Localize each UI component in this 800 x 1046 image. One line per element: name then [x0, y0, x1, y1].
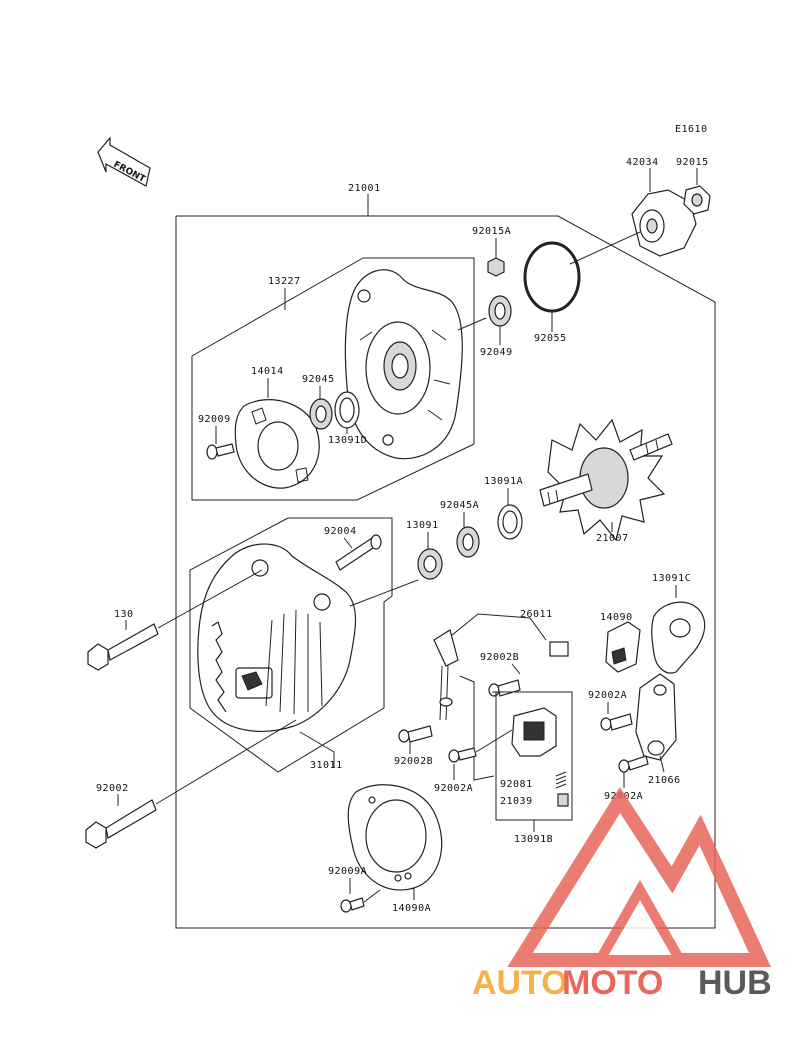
- front-housing-part: [344, 269, 463, 460]
- label-13091: 13091: [406, 520, 439, 531]
- screw-92002a-mid-part: [448, 747, 477, 763]
- screw-92009-part: [206, 443, 235, 460]
- label-92049: 92049: [480, 347, 513, 358]
- label-92002a-right: 92002A: [588, 690, 627, 701]
- label-92002: 92002: [96, 783, 129, 794]
- label-92045: 92045: [302, 374, 335, 385]
- label-14090: 14090: [600, 612, 633, 623]
- bearing-92045-part: [309, 398, 333, 430]
- nut-part: [683, 185, 711, 215]
- rotor-part: [539, 418, 673, 542]
- label-92045a: 92045A: [440, 500, 479, 511]
- bearing-92045a-part: [456, 526, 480, 558]
- bolt-130-part: [87, 623, 159, 671]
- label-92009a: 92009A: [328, 866, 367, 877]
- bolt-92002-part: [85, 799, 157, 849]
- cover-13091c-part: [651, 601, 706, 674]
- plate-14014-part: [234, 399, 320, 489]
- o-ring-part: [523, 241, 581, 313]
- label-21001: 21001: [348, 183, 381, 194]
- brush-21039-part: [557, 793, 569, 807]
- seal-13091d-part: [334, 391, 360, 429]
- label-92002a-mid: 92002A: [434, 783, 473, 794]
- regulator-21066-part: [635, 673, 677, 761]
- label-92055: 92055: [534, 333, 567, 344]
- screw-92002b-left-part: [398, 725, 433, 743]
- svg-text:MOTO: MOTO: [562, 964, 663, 1002]
- label-14090a: 14090A: [392, 903, 431, 914]
- label-14014: 14014: [251, 366, 284, 377]
- label-26011: 26011: [520, 609, 553, 620]
- rear-cover-14090a-part: [347, 784, 443, 891]
- watermark-logo: [507, 786, 771, 967]
- label-92004: 92004: [324, 526, 357, 537]
- label-92009: 92009: [198, 414, 231, 425]
- assembly-outline: [175, 215, 716, 929]
- pulley-part: [631, 189, 697, 257]
- spring-92081-part: [555, 771, 567, 789]
- label-42034: 42034: [626, 157, 659, 168]
- lead-wire-26011-part: [433, 613, 569, 721]
- front-arrow-icon: FRONT: [97, 136, 151, 187]
- label-92002b-top: 92002B: [480, 652, 519, 663]
- plate-14090-part: [605, 621, 641, 673]
- nut-92015a-part: [487, 257, 505, 277]
- diagram-code: E1610: [675, 124, 708, 135]
- label-13091a: 13091A: [484, 476, 523, 487]
- label-130: 130: [114, 609, 134, 620]
- seal-13091-part: [417, 548, 443, 580]
- stud-92004-part: [335, 534, 382, 571]
- label-92015: 92015: [676, 157, 709, 168]
- svg-text:AUTO: AUTO: [472, 964, 568, 1002]
- screw-92009a-part: [340, 897, 365, 913]
- bearing-92049-part: [488, 295, 512, 327]
- label-31011: 31011: [310, 760, 343, 771]
- label-21039: 21039: [500, 796, 533, 807]
- label-21007: 21007: [596, 533, 629, 544]
- label-21066: 21066: [648, 775, 681, 786]
- label-13227: 13227: [268, 276, 301, 287]
- label-13091d: 13091D: [328, 435, 367, 446]
- label-92002b-left: 92002B: [394, 756, 433, 767]
- svg-text:HUB: HUB: [698, 964, 772, 1002]
- seal-13091a-part: [497, 504, 523, 540]
- watermark-text: AUTO MOTO HUB: [472, 964, 772, 1002]
- label-13091b: 13091B: [514, 834, 553, 845]
- screw-92002b-top-part: [488, 679, 521, 697]
- screw-92002a-right-part: [600, 713, 633, 731]
- label-92015a: 92015A: [472, 226, 511, 237]
- screw-92002a-lower-part: [618, 755, 649, 773]
- brush-holder-part: [511, 707, 557, 757]
- label-92081: 92081: [500, 779, 533, 790]
- rear-housing-part: [197, 543, 357, 732]
- label-13091c: 13091C: [652, 573, 691, 584]
